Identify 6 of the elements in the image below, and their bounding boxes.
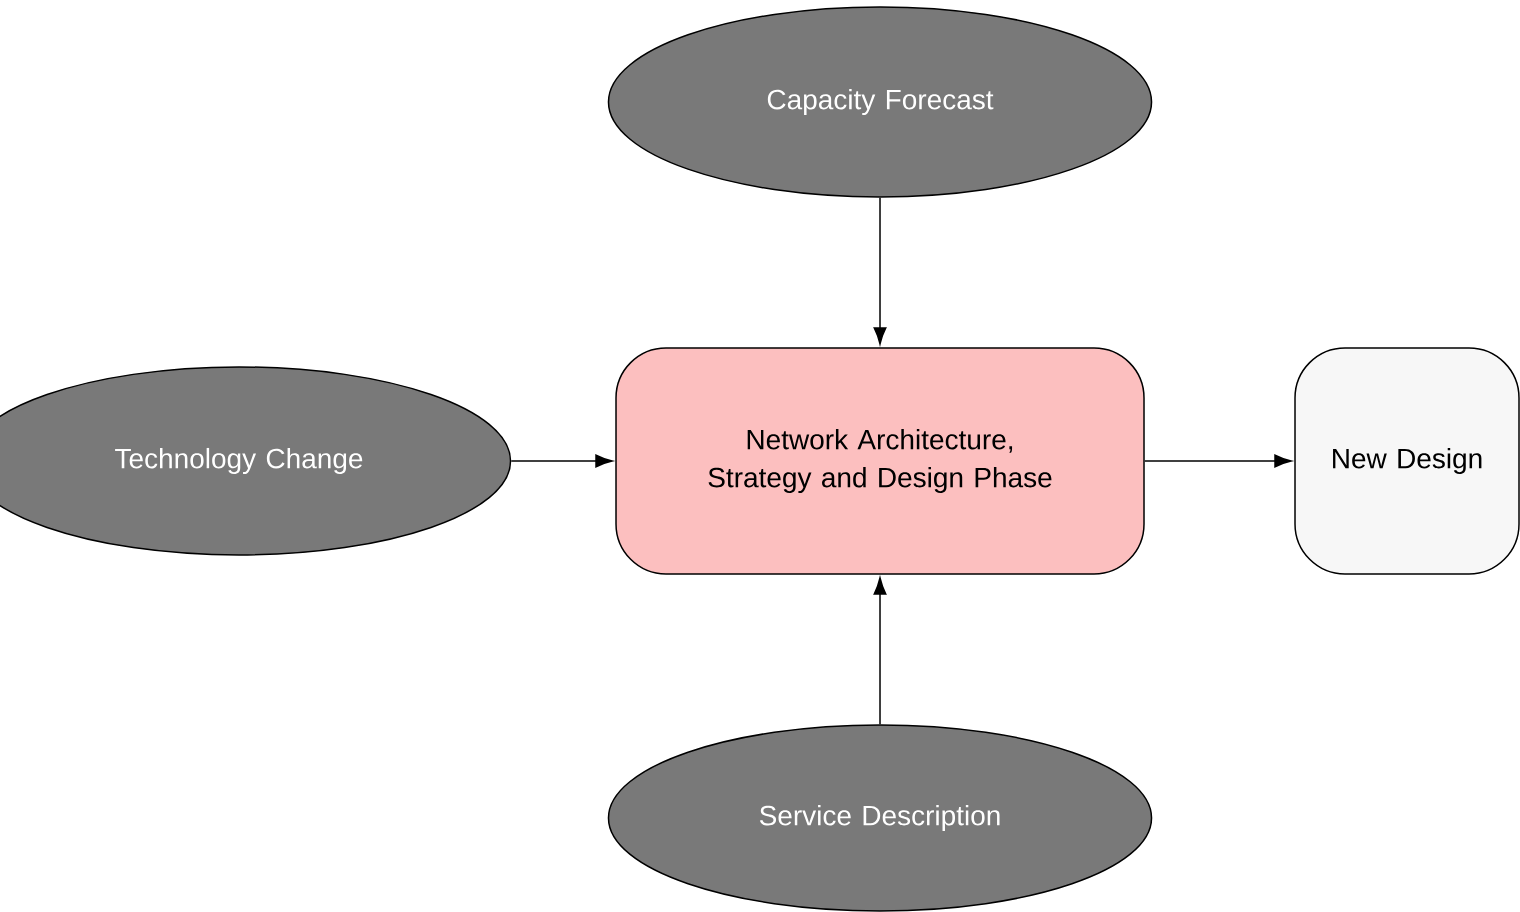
process-box: Network Architecture, Strategy and Design Phase (615, 347, 1145, 575)
arrow (873, 577, 887, 725)
arrow (873, 197, 887, 345)
output-box: New Design (1294, 347, 1520, 575)
arrow (1144, 454, 1292, 468)
arrow (510, 454, 613, 468)
